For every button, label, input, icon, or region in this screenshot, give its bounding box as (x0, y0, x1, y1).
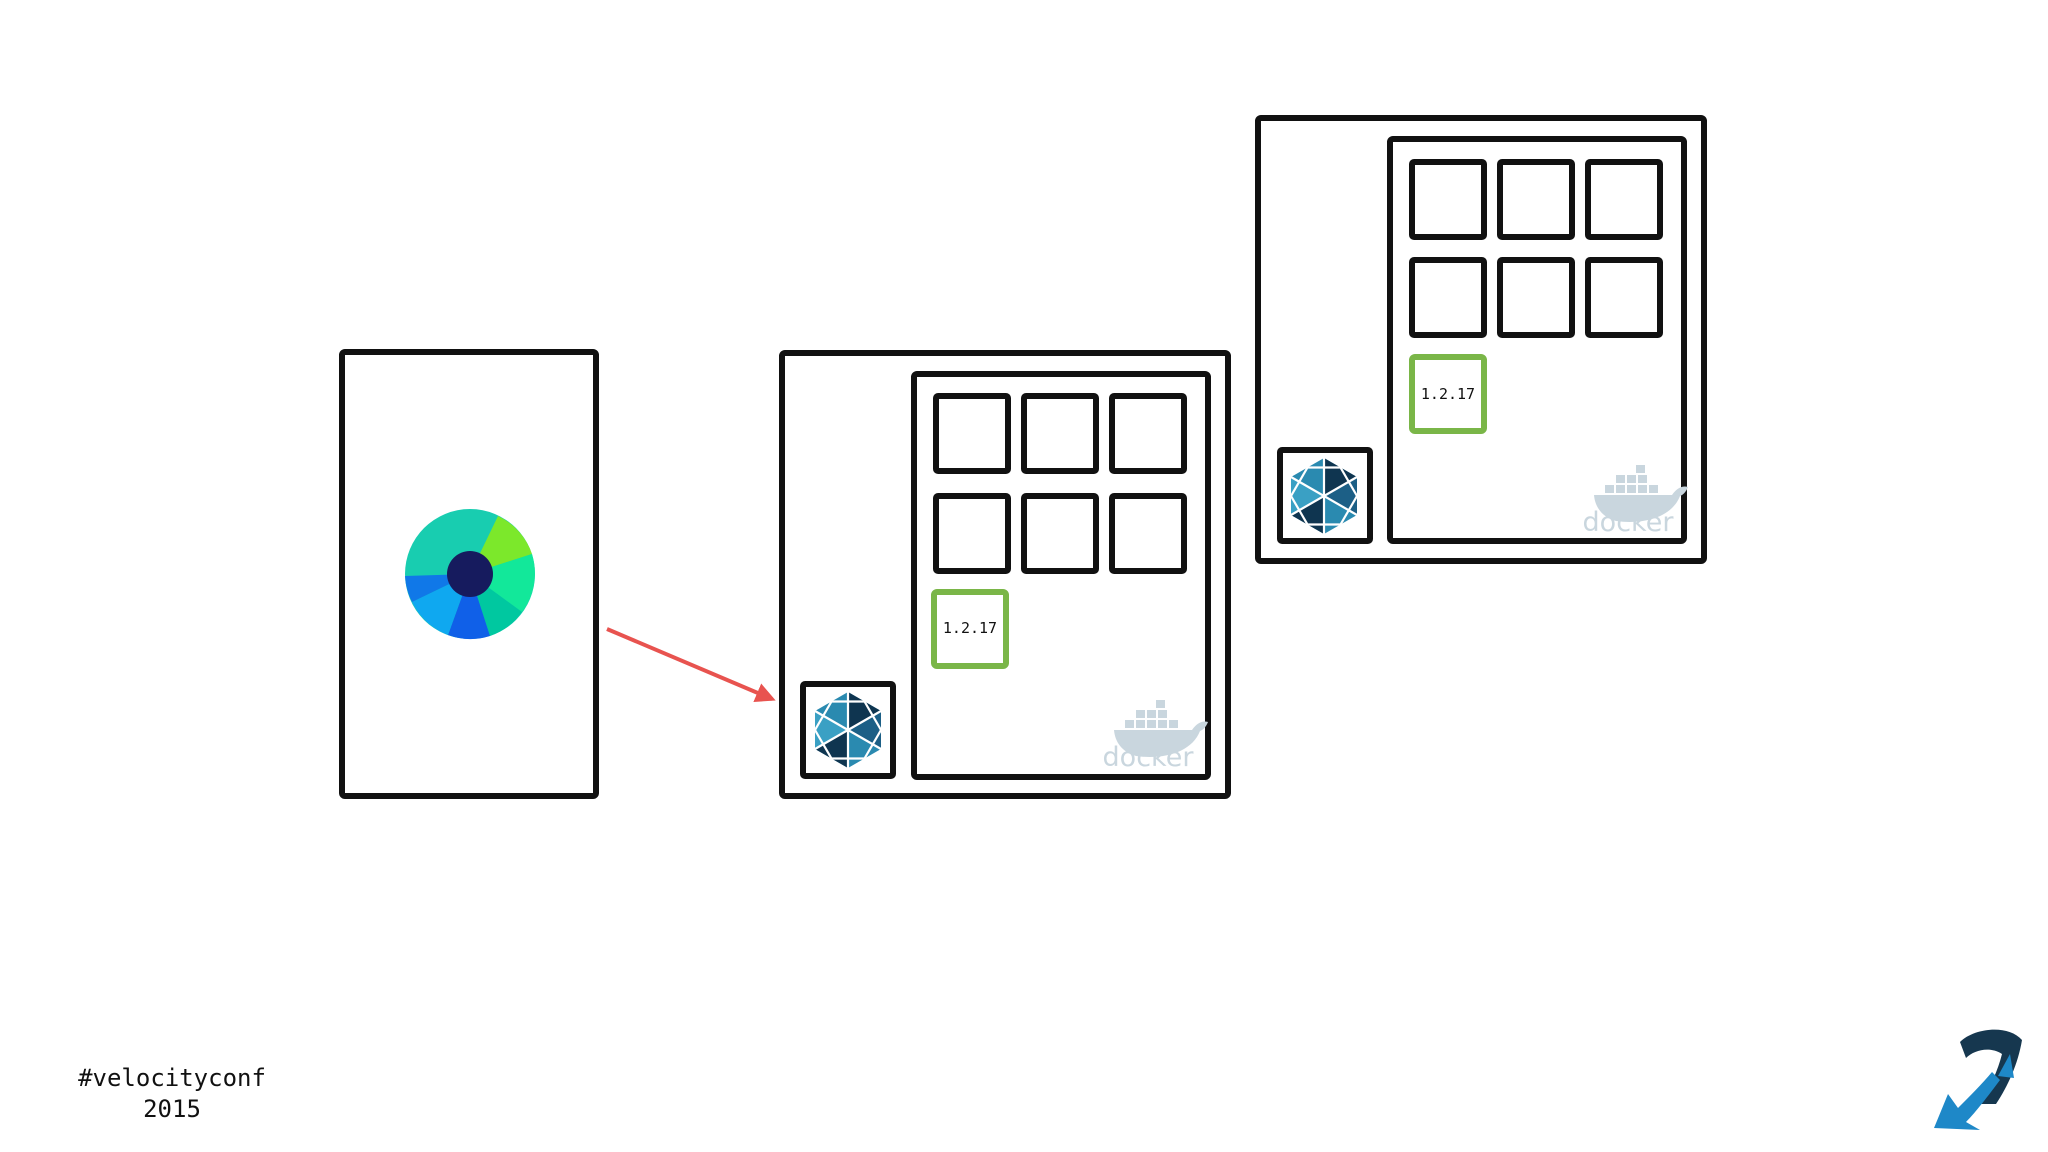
hexagon-icon (1289, 456, 1359, 536)
monitor-panel (339, 349, 599, 799)
host-b-container (1497, 257, 1575, 338)
host-a-docker-area (911, 371, 1211, 780)
host-b-docker-wordmark: docker (1583, 507, 1675, 538)
arrow-loop-logo-icon (1934, 1029, 2022, 1130)
host-a-container (1109, 493, 1187, 574)
host-b-agent-box (1277, 447, 1373, 544)
host-a-agent-box (800, 681, 896, 779)
host-a-docker-wordmark: docker (1103, 742, 1195, 773)
deploy-arrow (606, 627, 776, 702)
host-b-version-container (1409, 354, 1487, 434)
host-b-container (1409, 257, 1487, 338)
conference-footer: #velocityconf 2015 (66, 1063, 278, 1125)
host-b: 1.2.17 docker (1255, 115, 1707, 564)
host-b-version-label: 1.2.17 (1421, 385, 1475, 403)
host-a-container (1109, 393, 1187, 474)
host-b-container (1497, 159, 1575, 240)
host-a: 1.2.17 docker (779, 350, 1231, 799)
host-a-frame (779, 350, 1231, 799)
host-a-container (933, 493, 1011, 574)
host-b-container (1409, 159, 1487, 240)
conference-hashtag: #velocityconf (78, 1064, 266, 1092)
conference-year: 2015 (143, 1095, 201, 1123)
host-a-container (1021, 493, 1099, 574)
host-a-version-label: 1.2.17 (943, 619, 997, 637)
host-b-container (1585, 257, 1663, 338)
host-a-container (933, 393, 1011, 474)
host-b-docker-area (1387, 136, 1687, 544)
host-a-container (1021, 393, 1099, 474)
host-b-container (1585, 159, 1663, 240)
host-b-frame (1255, 115, 1707, 564)
colorful-ring-icon (405, 509, 535, 640)
hexagon-icon (813, 690, 883, 770)
host-a-version-container (931, 589, 1009, 669)
